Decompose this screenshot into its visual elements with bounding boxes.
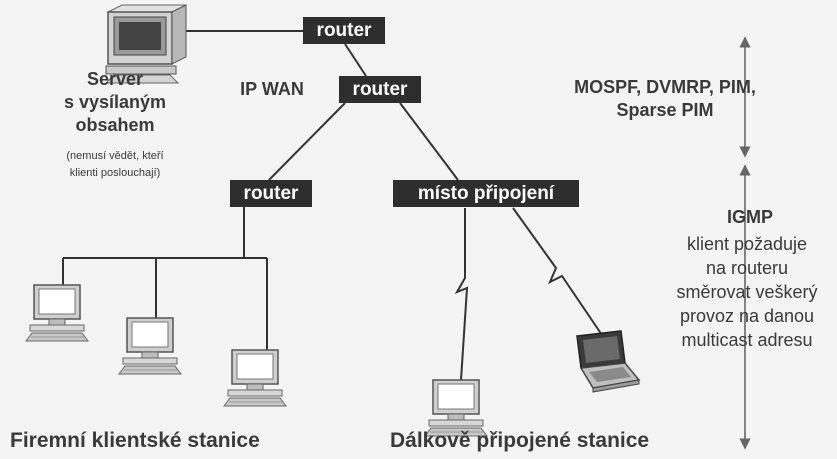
routing-protocols-label: MOSPF, DVMRP, PIM, Sparse PIM <box>555 76 775 122</box>
remote-stations-caption: Dálkově připojené stanice <box>390 429 650 452</box>
access-point: místo připojení <box>393 180 579 207</box>
server-note-line: klienti poslouchají) <box>69 167 161 179</box>
desktop-computer-icon <box>118 317 182 375</box>
lightning-link-icon <box>454 208 469 381</box>
igmp-line: klient požaduje <box>686 234 808 254</box>
server-label-line: Server <box>86 69 144 89</box>
igmp-line: multicast adresu <box>681 330 813 350</box>
server-label-line: obsahem <box>75 115 155 135</box>
desktop-computer-icon <box>223 349 287 407</box>
desktop-computer-icon <box>25 284 89 342</box>
igmp-title: IGMP <box>726 207 773 227</box>
ip-wan-label: IP WAN <box>240 79 304 99</box>
router-wan: router <box>339 76 421 103</box>
protocols-line: Sparse PIM <box>616 100 714 120</box>
connection-lines <box>62 30 459 350</box>
laptop-icon <box>576 330 640 393</box>
lightning-link-icon <box>512 207 605 339</box>
server-label-line: s vysílaným <box>63 92 167 112</box>
igmp-line: provoz na danou <box>679 306 815 326</box>
igmp-line: na routeru <box>705 258 789 278</box>
office-stations-caption: Firemní klientské stanice <box>10 429 260 452</box>
server-label: Server s vysílaným obsahem <box>40 68 190 137</box>
server-computer-icon <box>104 4 187 84</box>
server-note: (nemusí vědět, kteří klienti poslouchají… <box>30 148 200 182</box>
igmp-line: směrovat veškerý <box>676 282 818 302</box>
protocols-line: MOSPF, DVMRP, PIM, <box>574 77 756 97</box>
igmp-description: klient požaduje na routeru směrovat vešk… <box>658 232 836 352</box>
router-top: router <box>303 17 385 44</box>
router-left: router <box>230 180 312 207</box>
server-note-line: (nemusí vědět, kteří <box>66 150 164 162</box>
